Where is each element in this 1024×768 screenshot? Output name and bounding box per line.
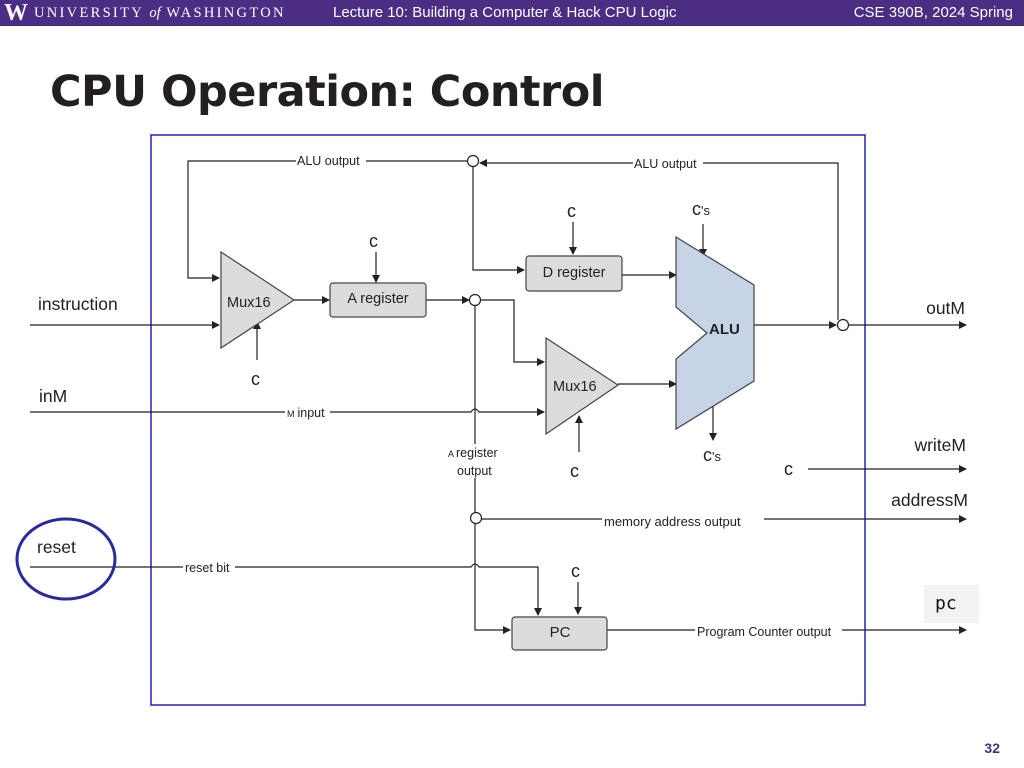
mux16-a-label: Mux16 — [227, 295, 271, 311]
input-inm: inM — [39, 386, 67, 406]
control-c-d-register: c — [567, 201, 576, 221]
alu-output-label-right: ALU output — [634, 157, 697, 171]
lecture-title: Lecture 10: Building a Computer & Hack C… — [333, 4, 677, 21]
mux16-a — [220, 250, 296, 350]
pc-box — [511, 616, 608, 651]
output-writem: writeM — [913, 435, 966, 455]
junction-a-out — [468, 293, 482, 307]
junction-address — [469, 511, 483, 525]
control-c-writem: c — [784, 459, 793, 479]
reset-highlight-circle — [15, 517, 117, 601]
control-cs-alu-bottom: c's — [703, 445, 721, 465]
reset-bit-label: reset bit — [185, 561, 230, 575]
junction-outm — [836, 318, 850, 332]
course-info: CSE 390B, 2024 Spring — [853, 4, 1013, 21]
pc-box-label: PC — [550, 624, 571, 641]
d-register-box — [525, 255, 623, 292]
control-c-mux-am: c — [570, 461, 579, 481]
control-c-mux-a: c — [251, 369, 260, 389]
a-register-label: A register — [347, 291, 408, 307]
alu-shape — [675, 235, 755, 431]
header-bar: W UNIVERSITY of WASHINGTON Lecture 10: B… — [0, 0, 1024, 26]
control-c-a-register: c — [369, 231, 378, 251]
program-counter-output-label: Program Counter output — [697, 625, 832, 639]
mux16-am-label: Mux16 — [553, 379, 597, 395]
a-register-output-label-2: output — [457, 464, 492, 478]
memory-address-output-label: memory address output — [604, 514, 741, 529]
d-register-label: D register — [543, 265, 606, 281]
input-instruction: instruction — [38, 294, 118, 314]
control-cs-alu-top: c's — [692, 199, 710, 219]
output-outm: outM — [926, 298, 965, 318]
alu-output-label-left: ALU output — [297, 154, 360, 168]
alu-label: ALU — [709, 321, 740, 338]
slide-title: CPU Operation: Control — [50, 67, 605, 117]
cpu-frame — [150, 134, 866, 706]
wires — [30, 159, 967, 634]
output-pc-label: pc — [924, 585, 979, 623]
page-number: 32 — [984, 740, 1000, 756]
output-addressm: addressM — [891, 490, 968, 510]
control-c-pc: c — [571, 561, 580, 581]
mux16-am — [545, 336, 620, 436]
university-name: UNIVERSITY of WASHINGTON — [34, 5, 286, 21]
junction-alu-top — [466, 154, 480, 168]
uw-logo-icon: W — [4, 0, 28, 26]
a-register-box — [329, 282, 427, 318]
input-reset: reset — [37, 537, 76, 557]
